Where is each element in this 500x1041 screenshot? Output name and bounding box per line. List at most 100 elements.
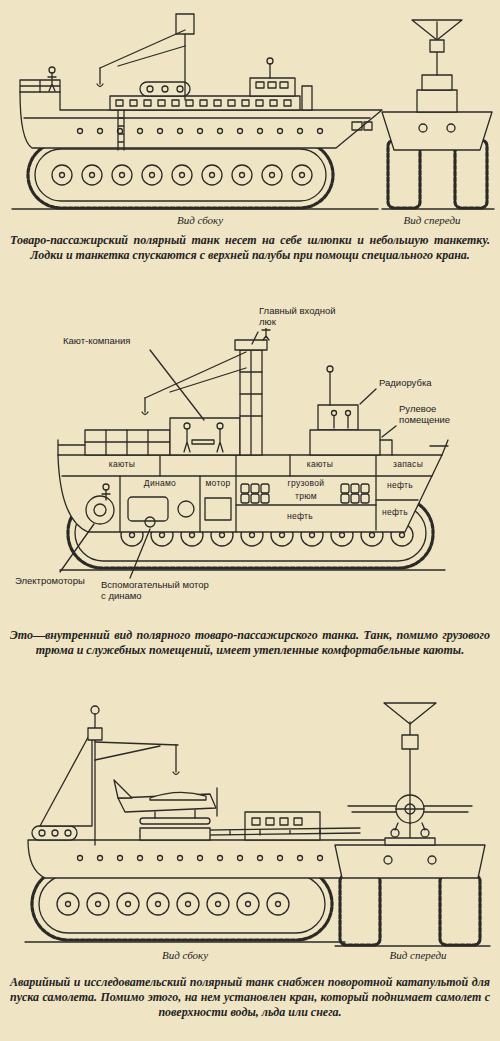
rescue-tank-front bbox=[396, 795, 424, 823]
cargo-tank-cutaway bbox=[217, 423, 223, 429]
cargo-tank-cutaway bbox=[103, 484, 109, 490]
cargo-tank-side bbox=[35, 149, 326, 201]
wheel-hub bbox=[120, 173, 125, 178]
track-wheel bbox=[57, 893, 79, 915]
cargo-barrel bbox=[251, 484, 259, 493]
porthole bbox=[138, 856, 143, 861]
cargo-tank-front bbox=[417, 90, 457, 112]
part-label: Вспомогательный мотор с динамо bbox=[100, 580, 214, 602]
rescue-tank-side bbox=[57, 893, 289, 915]
cargo-tank-cutaway bbox=[205, 498, 231, 520]
porthole bbox=[258, 129, 263, 134]
wheel-hub bbox=[66, 902, 71, 907]
cargo-tank-side bbox=[110, 96, 300, 110]
rescue-tank-side bbox=[39, 875, 325, 933]
wheel-hub bbox=[370, 533, 375, 538]
rescue-tank-front bbox=[396, 795, 424, 823]
rescue-tank-front bbox=[384, 856, 392, 864]
window bbox=[284, 100, 291, 106]
cargo-tank-cutaway bbox=[142, 398, 148, 415]
cargo-tank-cutaway bbox=[58, 440, 448, 455]
window bbox=[242, 100, 249, 106]
window bbox=[144, 100, 151, 106]
rescue-tank-front bbox=[335, 703, 490, 946]
wheel-hub bbox=[96, 902, 101, 907]
porthole bbox=[198, 129, 203, 134]
cargo-tank-cutaway bbox=[159, 455, 160, 476]
cargo-tank-cutaway bbox=[332, 411, 337, 416]
porthole bbox=[218, 856, 223, 861]
window bbox=[270, 100, 277, 106]
view-caption: Вид сбоку bbox=[162, 949, 208, 962]
cargo-tank-cutaway bbox=[150, 350, 204, 420]
rescue-tank-front bbox=[395, 823, 425, 830]
wheel-hub bbox=[150, 173, 155, 178]
rescue-tank-side bbox=[173, 745, 179, 775]
rescue-tank-side bbox=[32, 868, 332, 940]
cargo-barrel bbox=[241, 484, 249, 493]
figure-caption: Товаро-пассажирский полярный танк несет … bbox=[10, 233, 490, 263]
cargo-tank-cutaway bbox=[235, 455, 236, 532]
cargo-tank-cutaway bbox=[376, 499, 418, 500]
porthole bbox=[98, 856, 103, 861]
rescue-tank-front bbox=[335, 845, 485, 878]
track-wheel bbox=[82, 165, 102, 185]
wheel-hub bbox=[250, 533, 255, 538]
cargo-tank-side bbox=[78, 129, 323, 134]
cargo-tank-side bbox=[256, 82, 288, 88]
rescue-tank-side bbox=[150, 792, 206, 800]
cargo-tank-cutaway bbox=[329, 372, 330, 405]
window bbox=[256, 100, 263, 106]
wheel-hub bbox=[240, 173, 245, 178]
room-label: грузовой bbox=[287, 479, 326, 489]
cargo-tank-cutaway bbox=[184, 423, 190, 429]
cargo-tank-cutaway bbox=[170, 368, 246, 392]
porthole bbox=[198, 856, 203, 861]
rescue-tank-side bbox=[140, 818, 210, 824]
cargo-tank-cutaway bbox=[252, 332, 258, 344]
wheel-hub bbox=[180, 173, 185, 178]
cargo-tank-cutaway bbox=[58, 455, 442, 532]
track-wheel bbox=[117, 893, 139, 915]
room-label: трюм bbox=[294, 492, 318, 502]
porthole bbox=[318, 856, 323, 861]
wheel-hub bbox=[90, 173, 95, 178]
porthole bbox=[118, 856, 123, 861]
rescue-tank-side bbox=[88, 728, 102, 740]
cargo-tank-cutaway bbox=[85, 430, 170, 455]
cargo-tank-cutaway bbox=[262, 326, 270, 340]
cargo-tank-cutaway bbox=[119, 476, 120, 532]
rescue-tank-front bbox=[440, 875, 480, 945]
cargo-tank-front bbox=[419, 124, 427, 132]
rescue-tank-front bbox=[384, 703, 436, 724]
cargo-barrel bbox=[351, 484, 359, 493]
wheel-hub bbox=[186, 902, 191, 907]
cargo-barrel bbox=[261, 494, 269, 503]
view-caption: Вид спереди bbox=[390, 949, 447, 962]
wheel-hub bbox=[160, 533, 165, 538]
rescue-tank-side bbox=[91, 706, 99, 714]
wheel-hub bbox=[270, 173, 275, 178]
room-label: нефть bbox=[286, 512, 314, 522]
cargo-tank-cutaway bbox=[240, 350, 262, 455]
cargo-tank-cutaway bbox=[94, 504, 106, 516]
track-wheel bbox=[147, 893, 169, 915]
porthole bbox=[78, 856, 83, 861]
room-label: запасы bbox=[392, 460, 424, 470]
cargo-barrel bbox=[361, 494, 369, 503]
cargo-tank-cutaway bbox=[375, 455, 376, 530]
wheel-hub bbox=[310, 533, 315, 538]
part-label: Кают-компания bbox=[62, 336, 131, 347]
rescue-tank-side bbox=[216, 788, 217, 816]
cargo-tank-cutaway bbox=[60, 524, 94, 572]
room-label: Динамо bbox=[143, 479, 177, 489]
rescue-tank-side bbox=[245, 812, 320, 840]
cargo-tank-cutaway bbox=[102, 490, 110, 500]
cargo-tank-cutaway bbox=[170, 418, 240, 455]
cargo-tank-cutaway bbox=[130, 529, 150, 578]
wheel-hub bbox=[340, 533, 345, 538]
cargo-tank-side bbox=[28, 142, 333, 208]
cargo-tank-cutaway bbox=[58, 320, 448, 578]
porthole bbox=[158, 129, 163, 134]
porthole bbox=[318, 129, 323, 134]
